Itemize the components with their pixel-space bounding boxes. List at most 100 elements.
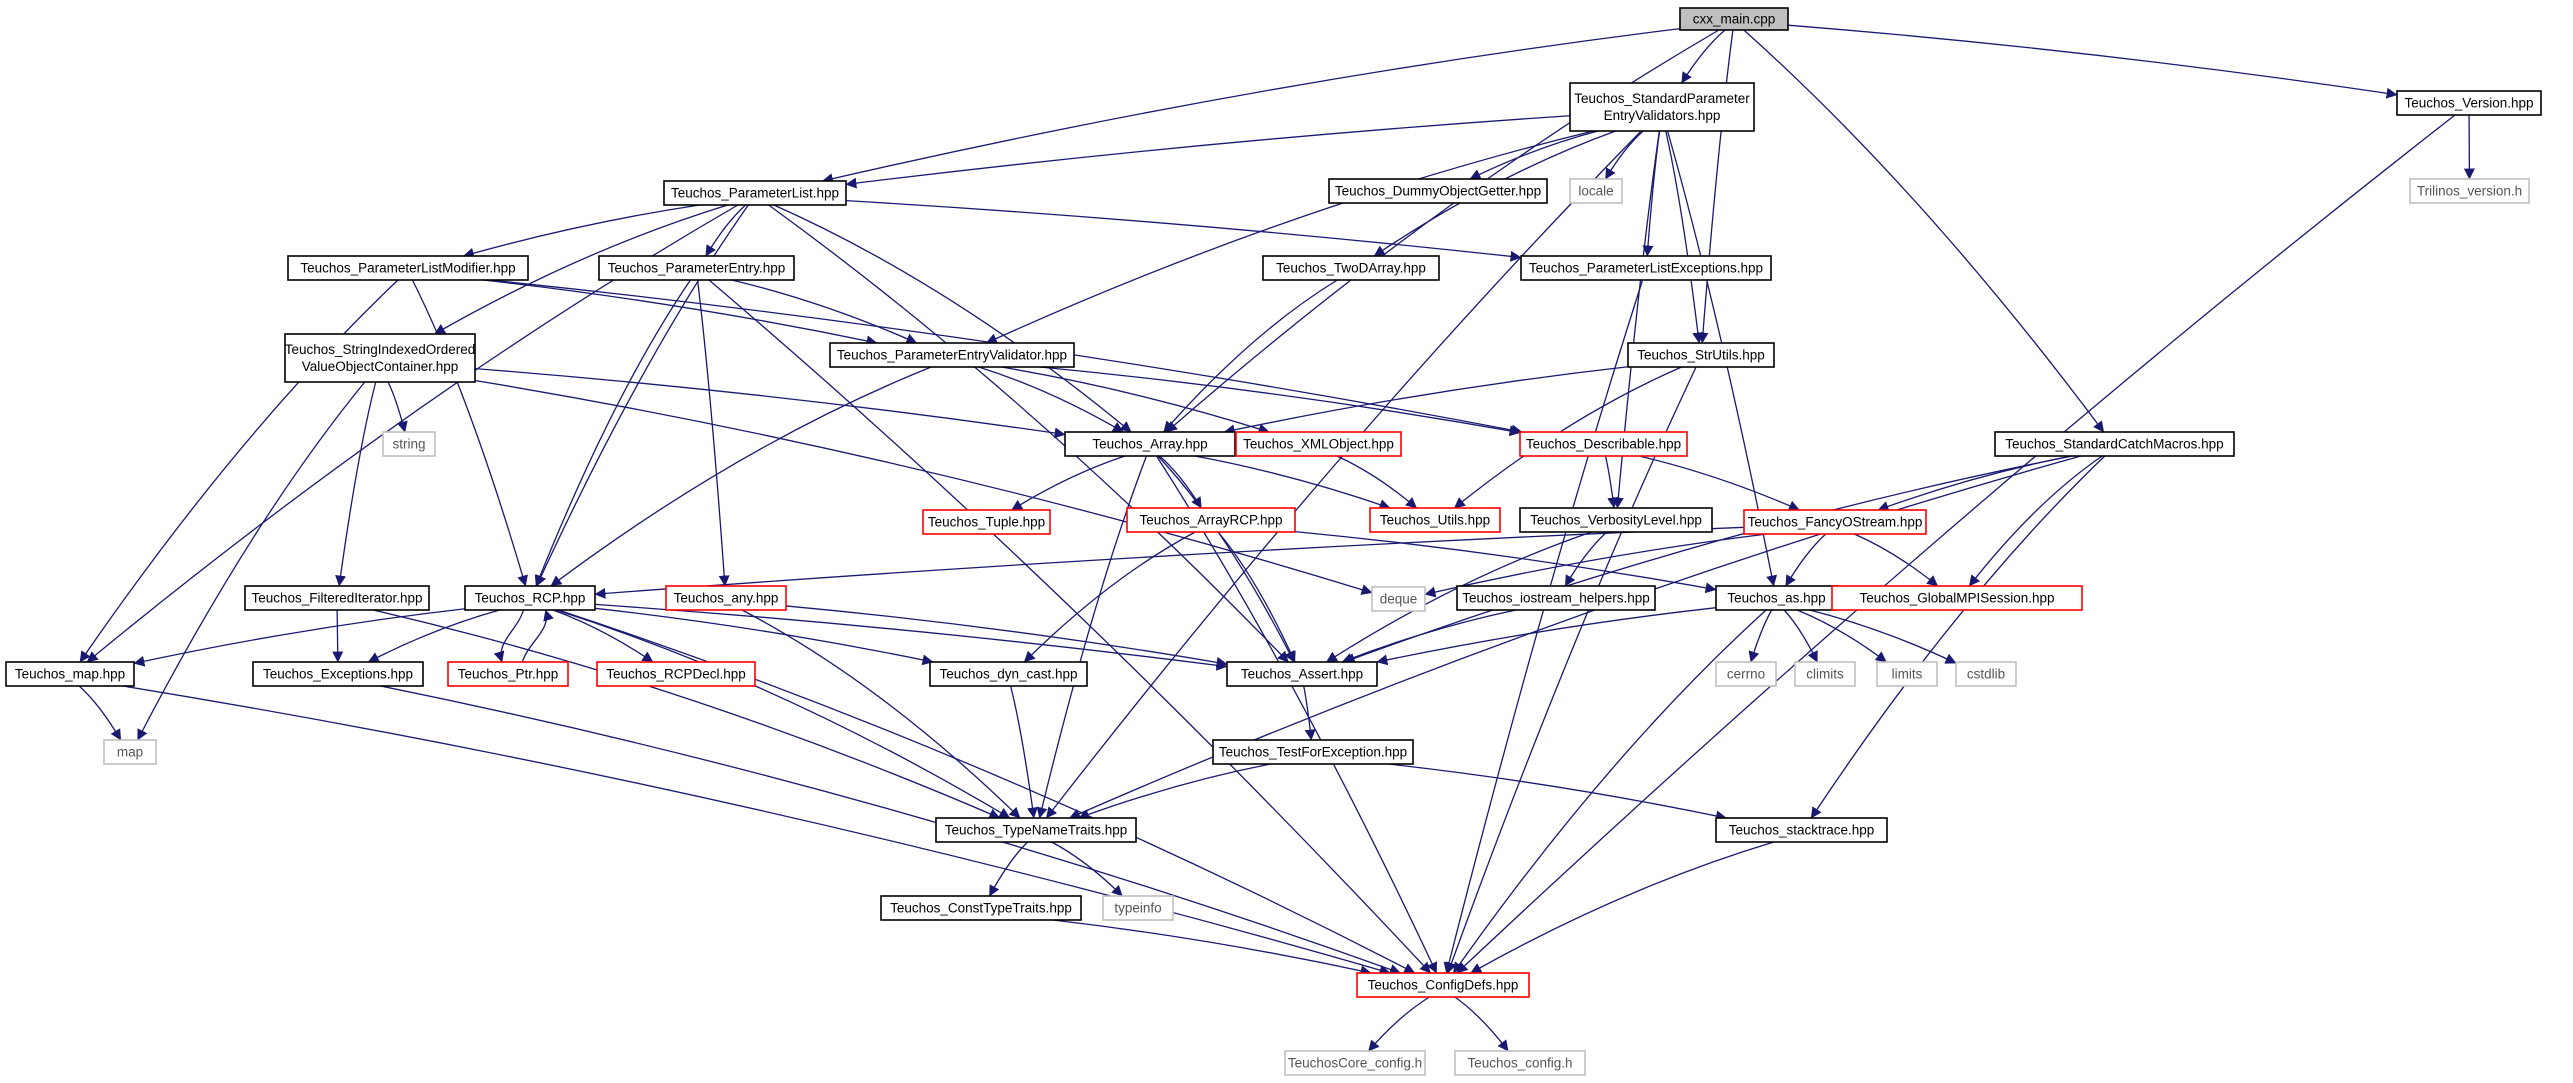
node-label: Teuchos_Describable.hpp <box>1526 437 1681 452</box>
node-box <box>1369 507 1501 533</box>
node-arrayrcp[interactable]: Teuchos_ArrayRCP.hpp <box>1126 507 1296 533</box>
edge-as-to-limits <box>1796 609 1887 663</box>
node-strutils[interactable]: Teuchos_StrUtils.hpp <box>1627 342 1775 368</box>
node-map-hpp[interactable]: Teuchos_map.hpp <box>5 661 135 687</box>
node-twod[interactable]: Teuchos_TwoDArray.hpp <box>1262 255 1440 281</box>
node-trilinos-version[interactable]: Trilinos_version.h <box>2409 178 2530 204</box>
edge-ptr-to-rcp <box>521 609 554 663</box>
node-dummy[interactable]: Teuchos_DummyObjectGetter.hpp <box>1328 178 1548 204</box>
node-label: deque <box>1380 592 1418 607</box>
node-label: map <box>117 745 143 760</box>
edge-verbosity-to-iostream <box>1564 531 1608 587</box>
node-consttype[interactable]: Teuchos_ConstTypeTraits.hpp <box>880 895 1082 921</box>
node-utils[interactable]: Teuchos_Utils.hpp <box>1369 507 1501 533</box>
node-string[interactable]: string <box>382 431 436 457</box>
node-label: cxx_main.cpp <box>1693 12 1776 27</box>
edge-strutils-to-array <box>1223 366 1629 436</box>
node-label: Teuchos_FilteredIterator.hpp <box>251 591 422 606</box>
edge-scmacros-to-stacktrace <box>1810 455 2106 819</box>
node-label: Teuchos_DummyObjectGetter.hpp <box>1335 184 1541 199</box>
edge-spev-to-locale <box>1604 130 1644 180</box>
edge-as-to-climits <box>1783 609 1818 663</box>
node-cerrno[interactable]: cerrno <box>1715 661 1777 687</box>
node-limits[interactable]: limits <box>1876 661 1938 687</box>
node-xmlobj[interactable]: Teuchos_XMLObject.hpp <box>1235 431 1402 457</box>
edge-spev-to-plexcept <box>1642 130 1661 257</box>
node-label: typeinfo <box>1114 901 1161 916</box>
node-paramlist[interactable]: Teuchos_ParameterList.hpp <box>663 180 847 206</box>
node-teuchos-config[interactable]: Teuchos_config.h <box>1454 1050 1586 1076</box>
node-box <box>880 895 1082 921</box>
node-plmodifier[interactable]: Teuchos_ParameterListModifier.hpp <box>287 255 529 281</box>
node-rcp[interactable]: Teuchos_RCP.hpp <box>464 585 596 611</box>
edge-iostream-to-assert <box>1341 609 1517 664</box>
node-climits[interactable]: climits <box>1794 661 1856 687</box>
node-box <box>447 661 569 687</box>
node-iostream[interactable]: Teuchos_iostream_helpers.hpp <box>1456 585 1656 611</box>
node-box <box>1715 661 1777 687</box>
edge-map_hpp-to-map <box>78 685 122 741</box>
node-label: Teuchos_dyn_cast.hpp <box>939 667 1077 682</box>
edge-rcp-to-map_hpp <box>133 608 466 667</box>
edge-spev-to-dummy <box>1469 130 1599 180</box>
node-label: Teuchos_RCPDecl.hpp <box>606 667 746 682</box>
node-assert[interactable]: Teuchos_Assert.hpp <box>1226 661 1378 687</box>
node-label: Teuchos_as.hpp <box>1727 591 1825 606</box>
node-label: Teuchos_Tuple.hpp <box>928 515 1045 530</box>
edge-array-to-tuple <box>1011 455 1126 511</box>
node-box <box>284 333 476 383</box>
node-deque[interactable]: deque <box>1371 586 1426 612</box>
node-exceptions[interactable]: Teuchos_Exceptions.hpp <box>252 661 424 687</box>
node-scmacros[interactable]: Teuchos_StandardCatchMacros.hpp <box>1994 431 2235 457</box>
edge-cxx_main-to-version <box>1787 24 2398 99</box>
node-verbosity[interactable]: Teuchos_VerbosityLevel.hpp <box>1519 507 1713 533</box>
edge-rcp-to-rcpdecl <box>552 609 654 663</box>
node-label: Trilinos_version.h <box>2417 184 2522 199</box>
node-label: Teuchos_Assert.hpp <box>1241 667 1363 682</box>
node-label: Teuchos_Array.hpp <box>1092 437 1207 452</box>
node-sioc[interactable]: Teuchos_StringIndexedOrderedValueObjectC… <box>284 333 476 383</box>
edge-xmlobj-to-utils <box>1336 455 1418 509</box>
node-pev[interactable]: Teuchos_ParameterEntryValidator.hpp <box>829 342 1075 368</box>
node-configdefs[interactable]: Teuchos_ConfigDefs.hpp <box>1356 972 1530 998</box>
node-version[interactable]: Teuchos_Version.hpp <box>2396 90 2542 116</box>
node-as[interactable]: Teuchos_as.hpp <box>1715 585 1838 611</box>
edge-rcp-to-dyncast <box>594 607 934 666</box>
node-stacktrace[interactable]: Teuchos_stacktrace.hpp <box>1715 817 1888 843</box>
node-map[interactable]: map <box>103 739 157 765</box>
node-box <box>252 661 424 687</box>
node-plexcept[interactable]: Teuchos_ParameterListExceptions.hpp <box>1520 255 1772 281</box>
node-label: Teuchos_config.h <box>1467 1056 1572 1071</box>
edge-filtered-to-exceptions <box>332 609 344 663</box>
node-cxx-main[interactable]: cxx_main.cpp <box>1679 7 1789 31</box>
node-filtered[interactable]: Teuchos_FilteredIterator.hpp <box>244 585 430 611</box>
node-typename[interactable]: Teuchos_TypeNameTraits.hpp <box>935 817 1137 843</box>
node-dyncast[interactable]: Teuchos_dyn_cast.hpp <box>929 661 1088 687</box>
node-array[interactable]: Teuchos_Array.hpp <box>1064 431 1236 457</box>
node-gmpi[interactable]: Teuchos_GlobalMPISession.hpp <box>1831 585 2083 611</box>
node-pentry[interactable]: Teuchos_ParameterEntry.hpp <box>598 255 795 281</box>
edge-plmodifier-to-pev <box>482 279 878 347</box>
edge-fancy-to-deque <box>1424 533 1768 598</box>
node-ptr[interactable]: Teuchos_Ptr.hpp <box>447 661 569 687</box>
node-box <box>1715 585 1838 611</box>
node-locale[interactable]: locale <box>1569 178 1623 204</box>
edge-cxx_main-to-spev <box>1681 29 1726 84</box>
edge-plmodifier-to-rcp <box>411 279 528 587</box>
node-tuple[interactable]: Teuchos_Tuple.hpp <box>922 509 1051 535</box>
node-describable[interactable]: Teuchos_Describable.hpp <box>1519 431 1688 457</box>
edge-map_hpp-to-configdefs <box>122 685 1391 976</box>
node-spev[interactable]: Teuchos_StandardParameterEntryValidators… <box>1569 82 1755 132</box>
node-rcpdecl[interactable]: Teuchos_RCPDecl.hpp <box>596 661 756 687</box>
node-testexc[interactable]: Teuchos_TestForException.hpp <box>1212 739 1414 765</box>
node-typeinfo[interactable]: typeinfo <box>1102 895 1174 921</box>
edge-spev-to-paramlist <box>845 115 1571 189</box>
node-fancy[interactable]: Teuchos_FancyOStream.hpp <box>1743 509 1927 535</box>
node-cstdlib[interactable]: cstdlib <box>1955 661 2017 687</box>
node-label: Teuchos_StandardCatchMacros.hpp <box>2005 437 2223 452</box>
node-any[interactable]: Teuchos_any.hpp <box>665 585 787 611</box>
edge-plmodifier-to-map_hpp <box>79 279 399 663</box>
node-box <box>1284 1050 1426 1076</box>
node-core-config[interactable]: TeuchosCore_config.h <box>1284 1050 1426 1076</box>
node-box <box>1226 661 1378 687</box>
